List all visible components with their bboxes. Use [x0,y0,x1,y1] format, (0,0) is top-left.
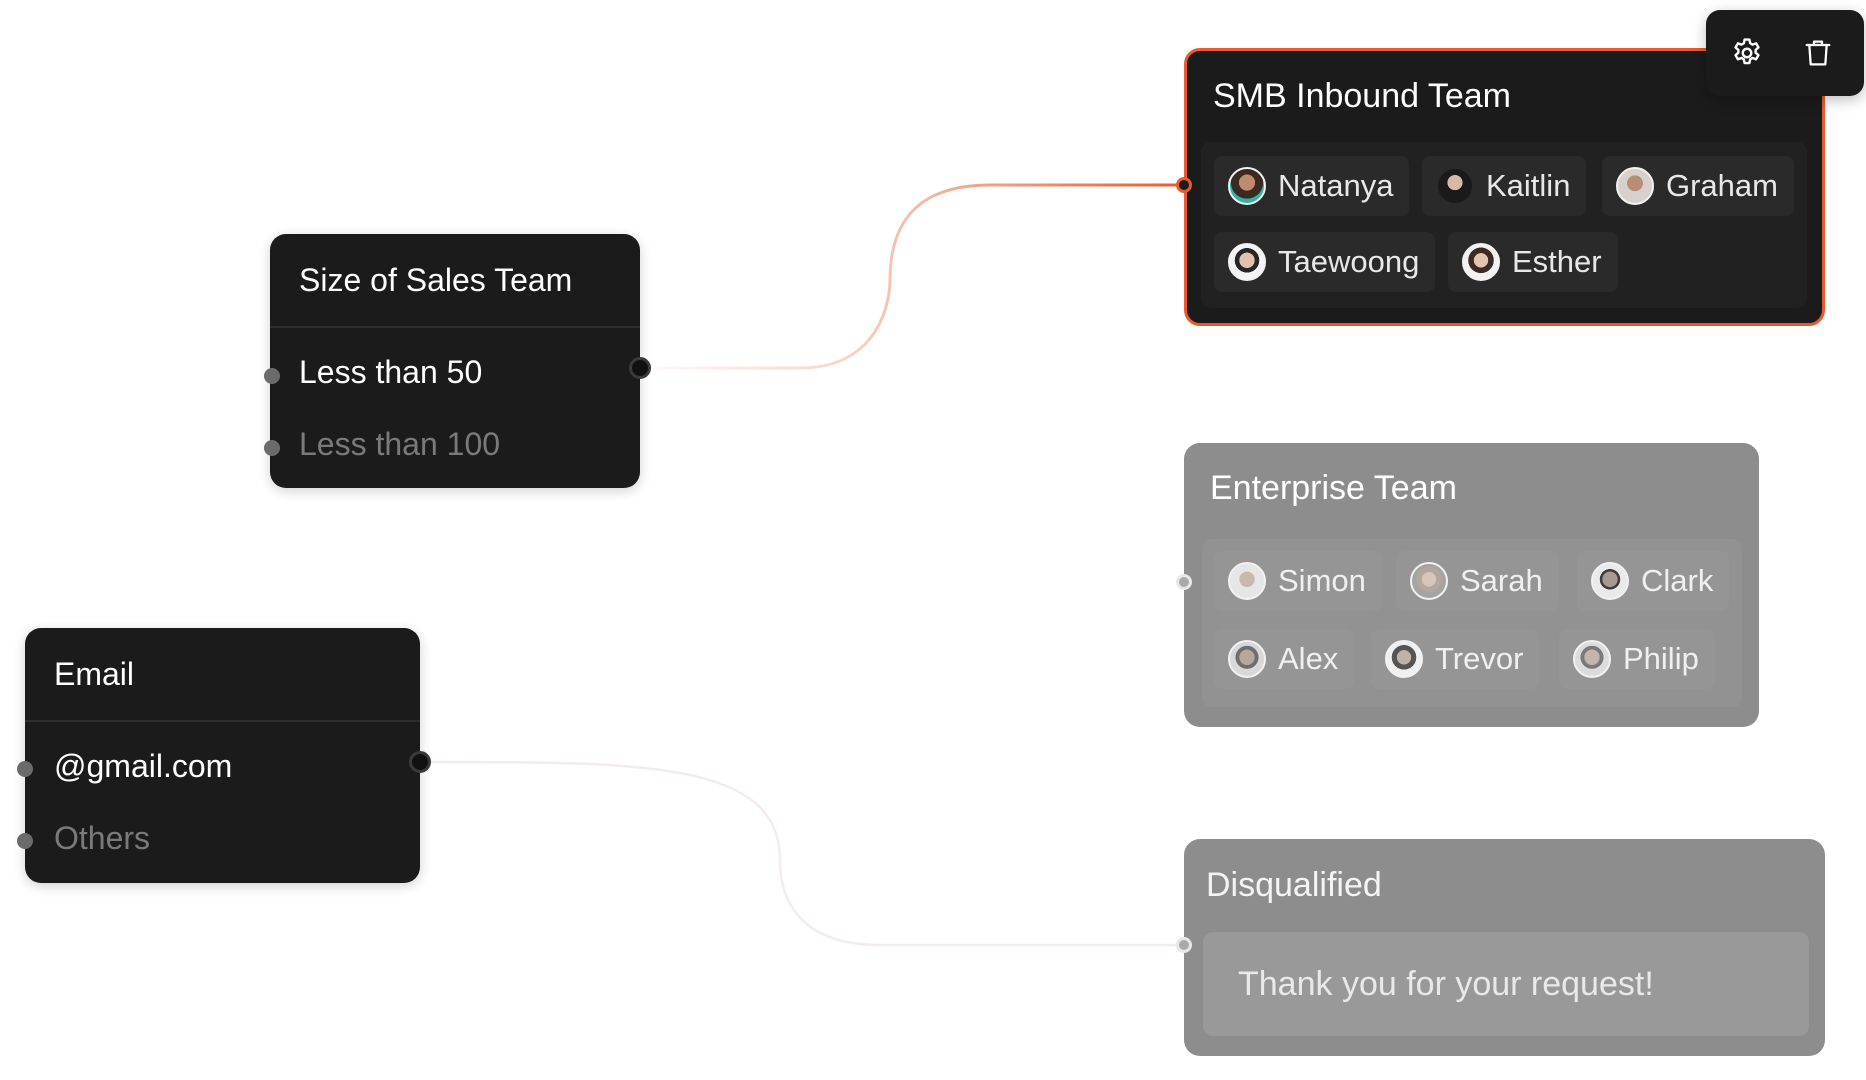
avatar [1436,167,1474,205]
member-name: Philip [1623,641,1699,676]
input-port-others[interactable] [17,833,33,849]
email-node[interactable]: Email @gmail.com Others [25,628,420,883]
input-port-enterprise[interactable] [1176,574,1192,590]
avatar [1410,562,1448,600]
member-chip[interactable]: Natanya [1214,156,1410,216]
disqualified-title: Disqualified [1206,866,1382,904]
member-chip[interactable]: Alex [1214,629,1355,689]
sales-team-node-title: Size of Sales Team [270,234,640,328]
member-chip[interactable]: Simon [1214,551,1382,611]
option-less-than-100[interactable]: Less than 100 [299,426,501,462]
input-port-gmail[interactable] [17,761,33,777]
avatar [1462,243,1500,281]
delete-button[interactable] [1796,31,1840,75]
member-name: Trevor [1435,641,1524,676]
member-chip[interactable]: Graham [1602,156,1794,216]
input-port-disqualified[interactable] [1176,937,1192,953]
member-name: Natanya [1278,168,1394,203]
smb-team-title: SMB Inbound Team [1213,77,1511,115]
disqualified-message: Thank you for your request! [1203,932,1809,1036]
settings-button[interactable] [1725,31,1769,75]
avatar [1228,640,1266,678]
wire-email-to-disqualified [419,760,1184,947]
member-chip[interactable]: Sarah [1396,551,1559,611]
disqualified-node[interactable]: Disqualified Thank you for your request! [1184,839,1825,1056]
option-less-than-50[interactable]: Less than 50 [299,354,483,390]
member-name: Sarah [1460,563,1543,598]
gear-icon [1734,38,1760,65]
node-toolbar [1706,10,1864,96]
option-others[interactable]: Others [54,820,151,856]
member-chip[interactable]: Kaitlin [1422,156,1587,216]
member-chip[interactable]: Taewoong [1214,232,1436,292]
member-name: Simon [1278,563,1366,598]
member-chip[interactable]: Trevor [1371,629,1540,689]
wire-sales-to-smb [640,183,1184,370]
enterprise-team-node[interactable]: Enterprise Team Simon Sarah Clark Alex T… [1184,443,1759,727]
avatar [1228,243,1266,281]
avatar [1228,167,1266,205]
member-name: Taewoong [1278,244,1420,279]
avatar [1385,640,1423,678]
output-port-sales[interactable] [629,357,651,379]
member-name: Alex [1278,641,1339,676]
member-chip[interactable]: Esther [1448,232,1618,292]
member-name: Esther [1512,244,1602,279]
avatar [1573,640,1611,678]
email-node-title: Email [25,628,420,722]
option-gmail[interactable]: @gmail.com [54,748,233,784]
smb-member-list: Natanya Kaitlin Graham Taewoong Esther [1201,142,1807,308]
member-name: Graham [1666,168,1778,203]
member-chip[interactable]: Clark [1577,551,1730,611]
enterprise-member-list: Simon Sarah Clark Alex Trevor Philip [1202,539,1742,707]
trash-icon [1805,40,1831,66]
avatar [1616,167,1654,205]
member-name: Kaitlin [1486,168,1571,203]
enterprise-team-title: Enterprise Team [1210,469,1457,507]
sales-team-node[interactable]: Size of Sales Team Less than 50 Less tha… [270,234,640,488]
input-port-smb[interactable] [1176,177,1192,193]
output-port-email[interactable] [409,751,431,773]
input-port-less-than-50[interactable] [264,368,280,384]
input-port-less-than-100[interactable] [264,440,280,456]
smb-inbound-team-node[interactable]: SMB Inbound Team Natanya Kaitlin Graham … [1184,48,1825,326]
member-name: Clark [1641,563,1714,598]
avatar [1228,562,1266,600]
avatar [1591,562,1629,600]
member-chip[interactable]: Philip [1559,629,1715,689]
